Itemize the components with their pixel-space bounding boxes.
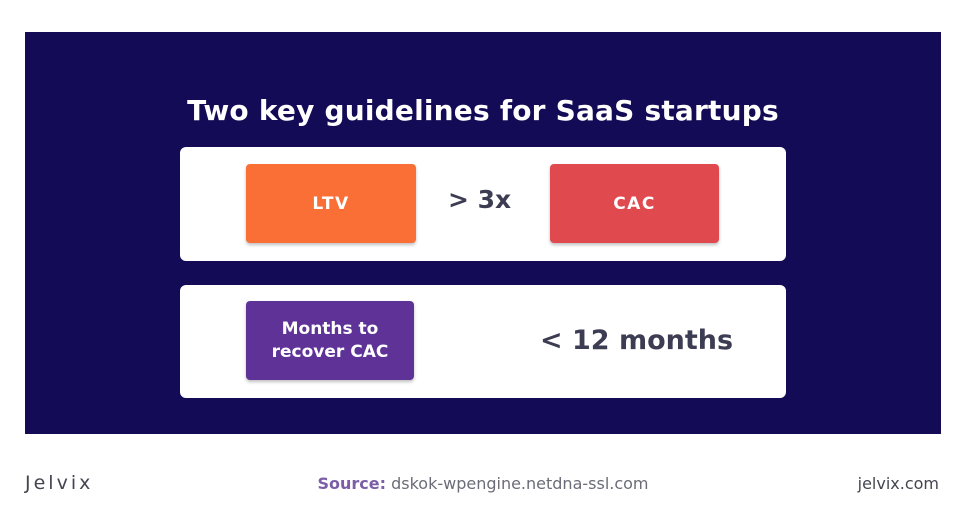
cac-label: CAC <box>613 193 656 214</box>
infographic-title: Two key guidelines for SaaS startups <box>187 94 779 127</box>
ltv-cac-ratio: > 3x <box>448 185 512 214</box>
guideline-card-payback: Months to recover CAC < 12 months <box>180 285 786 398</box>
source-value: dskok-wpengine.netdna-ssl.com <box>391 474 649 493</box>
site-url: jelvix.com <box>857 474 939 493</box>
source-credit: Source: dskok-wpengine.netdna-ssl.com <box>0 474 966 493</box>
infographic-panel: Two key guidelines for SaaS startups LTV… <box>25 32 941 434</box>
months-to-recover-box: Months to recover CAC <box>246 301 414 380</box>
ltv-box: LTV <box>246 164 416 243</box>
guideline-card-ltv-cac: LTV > 3x CAC <box>180 147 786 261</box>
source-label: Source: <box>317 474 386 493</box>
months-to-recover-label: Months to recover CAC <box>272 318 389 364</box>
payback-limit: < 12 months <box>540 325 734 356</box>
months-label-line2: recover CAC <box>271 341 389 362</box>
jelvix-logo: Jelvix <box>25 472 94 494</box>
months-label-line1: Months to <box>281 318 379 339</box>
cac-box: CAC <box>550 164 719 243</box>
ltv-label: LTV <box>312 193 350 214</box>
